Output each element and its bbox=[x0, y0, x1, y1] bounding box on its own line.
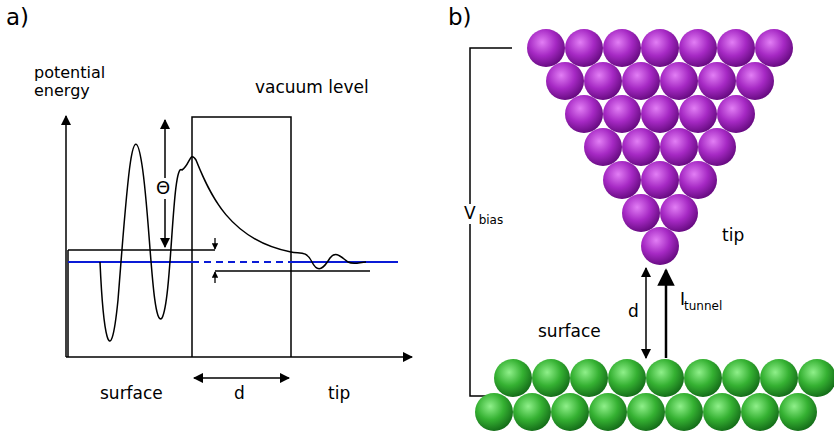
distance-arrow bbox=[194, 377, 289, 379]
atom bbox=[603, 29, 641, 67]
axes bbox=[66, 116, 412, 357]
axis-label: potential energy bbox=[34, 64, 124, 101]
atom bbox=[494, 359, 532, 397]
atom bbox=[741, 393, 779, 431]
panel-label: b) bbox=[448, 4, 472, 30]
atom bbox=[779, 393, 817, 431]
current-subscript: tunnel bbox=[684, 300, 722, 314]
atom bbox=[641, 161, 679, 199]
atom bbox=[608, 359, 646, 397]
atom bbox=[589, 393, 627, 431]
voltage-label: V bbox=[462, 204, 478, 224]
symbol-label: Θ bbox=[154, 178, 172, 199]
atom bbox=[755, 29, 793, 67]
atom bbox=[684, 359, 722, 397]
potential-profile bbox=[68, 117, 370, 357]
atom bbox=[570, 359, 608, 397]
atom bbox=[660, 194, 698, 232]
surface-atoms bbox=[475, 359, 834, 431]
dimension-label: d bbox=[234, 384, 245, 404]
dimension-label: d bbox=[628, 302, 639, 322]
atom bbox=[646, 359, 684, 397]
atom bbox=[584, 62, 622, 100]
tunnel-current-arrow bbox=[665, 270, 668, 358]
atom bbox=[698, 62, 736, 100]
atom bbox=[660, 128, 698, 166]
atom bbox=[513, 393, 551, 431]
atom bbox=[717, 29, 755, 67]
atom bbox=[722, 359, 760, 397]
atom bbox=[703, 393, 741, 431]
atom bbox=[527, 29, 565, 67]
atom bbox=[679, 161, 717, 199]
atom bbox=[641, 227, 679, 265]
atom bbox=[679, 29, 717, 67]
atom bbox=[584, 128, 622, 166]
atom bbox=[551, 393, 589, 431]
atom bbox=[532, 359, 570, 397]
atom bbox=[717, 95, 755, 133]
atom bbox=[565, 95, 603, 133]
atom bbox=[565, 29, 603, 67]
atom bbox=[622, 62, 660, 100]
atom bbox=[603, 95, 641, 133]
atom bbox=[736, 62, 774, 100]
atom bbox=[665, 393, 703, 431]
atom bbox=[760, 359, 798, 397]
region-label: tip bbox=[328, 384, 350, 404]
part-label: surface bbox=[538, 322, 601, 342]
atom bbox=[798, 359, 834, 397]
atom bbox=[641, 29, 679, 67]
tip-atoms bbox=[527, 29, 793, 265]
atom bbox=[698, 128, 736, 166]
voltage-subscript: bias bbox=[477, 214, 506, 228]
atom bbox=[603, 161, 641, 199]
atom bbox=[475, 393, 513, 431]
wavefunction bbox=[100, 144, 366, 341]
atom bbox=[660, 62, 698, 100]
atom bbox=[627, 393, 665, 431]
part-label: tip bbox=[722, 226, 744, 246]
level-label: vacuum level bbox=[255, 78, 369, 98]
panel-label: a) bbox=[6, 4, 29, 30]
region-label: surface bbox=[100, 384, 163, 404]
atom bbox=[679, 95, 717, 133]
atom bbox=[641, 95, 679, 133]
distance-arrow bbox=[645, 268, 647, 358]
bias-offset-arrows bbox=[214, 238, 215, 283]
atom bbox=[622, 128, 660, 166]
atom bbox=[622, 194, 660, 232]
bias-circuit bbox=[470, 48, 512, 396]
atom bbox=[546, 62, 584, 100]
